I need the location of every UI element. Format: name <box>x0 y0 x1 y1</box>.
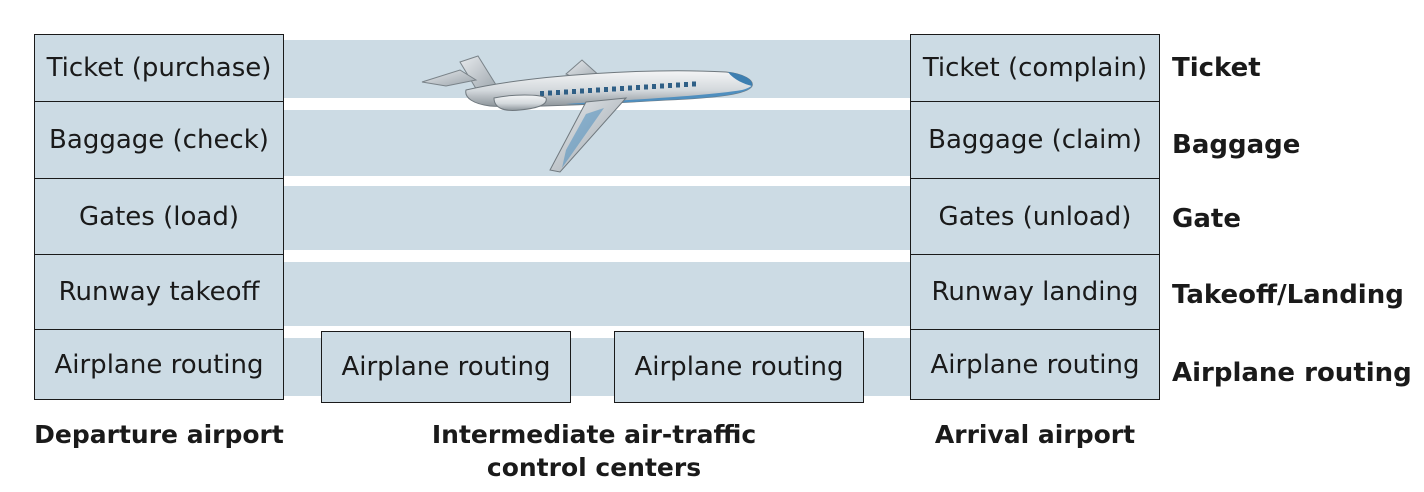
arrival-routing-box: Airplane routing <box>910 329 1160 400</box>
departure-runway-box: Runway takeoff <box>34 253 284 331</box>
intermediate-caption: Intermediate air-traffic control centers <box>394 418 794 484</box>
departure-ticket-box: Ticket (purchase) <box>34 34 284 102</box>
arrival-runway-box: Runway landing <box>910 253 1160 331</box>
intermediate-caption-line-1: Intermediate air-traffic <box>431 420 757 449</box>
intermediate-routing-box-2: Airplane routing <box>614 331 864 403</box>
departure-caption: Departure airport <box>34 420 284 449</box>
arrival-gate-box: Gates (unload) <box>910 178 1160 255</box>
layer-label-baggage: Baggage <box>1172 130 1301 160</box>
layer-label-takeoff-landing: Takeoff/Landing <box>1172 280 1404 310</box>
departure-routing-box: Airplane routing <box>34 329 284 400</box>
intermediate-routing-box-1: Airplane routing <box>321 331 571 403</box>
intermediate-caption-line-2: control centers <box>486 453 702 482</box>
layer-label-gate: Gate <box>1172 204 1241 234</box>
departure-stack: Ticket (purchase) Baggage (check) Gates … <box>34 34 284 400</box>
departure-gate-box: Gates (load) <box>34 178 284 255</box>
arrival-baggage-box: Baggage (claim) <box>910 100 1160 180</box>
layer-label-airplane-routing: Airplane routing <box>1172 358 1412 388</box>
departure-baggage-box: Baggage (check) <box>34 100 284 180</box>
arrival-stack: Ticket (complain) Baggage (claim) Gates … <box>910 34 1160 400</box>
arrival-ticket-box: Ticket (complain) <box>910 34 1160 102</box>
layer-label-ticket: Ticket <box>1172 53 1261 83</box>
airplane-icon <box>421 55 753 173</box>
arrival-caption: Arrival airport <box>934 420 1136 449</box>
